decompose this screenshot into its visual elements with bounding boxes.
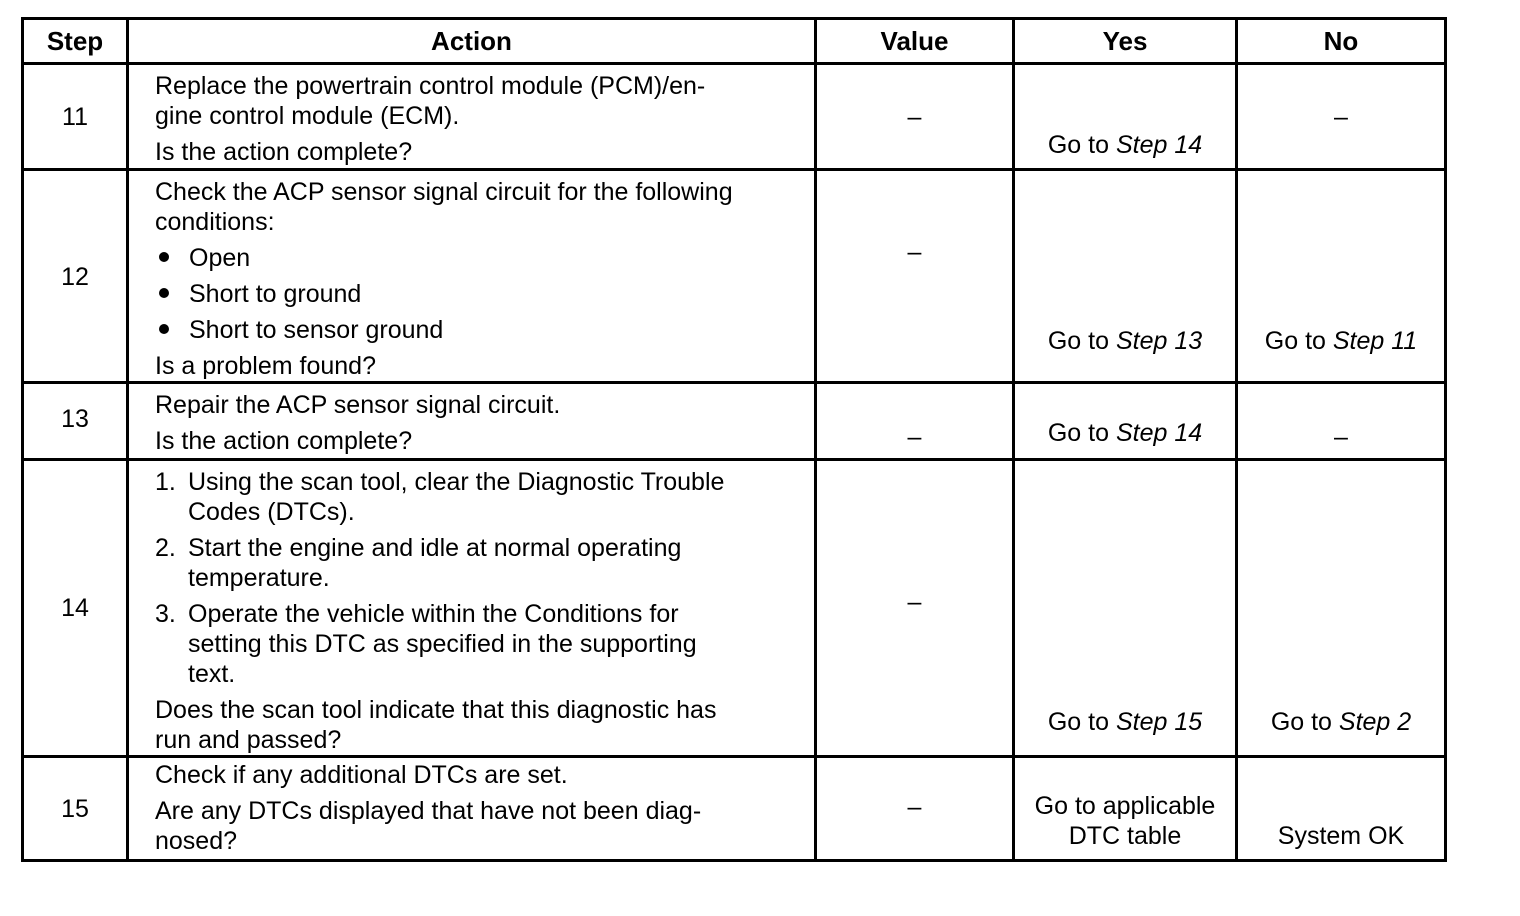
- value-dash: –: [907, 238, 922, 266]
- header-no: No: [1235, 20, 1444, 62]
- bullet-icon: [159, 288, 169, 298]
- no-dash: –: [1334, 103, 1348, 131]
- action-question: Is the action complete?: [155, 138, 413, 166]
- action-question: Does the scan tool indicate that this di…: [155, 696, 717, 724]
- bullet-icon: [159, 324, 169, 334]
- yes-cell: Go to Step 14: [1012, 384, 1235, 458]
- table-row-step-13: 13 Repair the ACP sensor signal circuit.…: [24, 381, 1444, 458]
- no-cell: –: [1235, 384, 1444, 458]
- header-value: Value: [814, 20, 1012, 62]
- action-question: Is the action complete?: [155, 427, 413, 455]
- bullet-icon: [159, 252, 169, 262]
- action-question: nosed?: [155, 827, 238, 855]
- step-cell: 15: [24, 758, 126, 859]
- diagnostic-table: Step Action Value Yes No 11 Replace the …: [21, 17, 1447, 862]
- yes-cell: Go to applicable DTC table: [1012, 758, 1235, 859]
- step-number: 15: [61, 795, 89, 823]
- table-row-step-14: 14 1. Using the scan tool, clear the Dia…: [24, 458, 1444, 755]
- step-cell: 13: [24, 384, 126, 458]
- action-question: Are any DTCs displayed that have not bee…: [155, 797, 702, 825]
- numbered-item: 3. Operate the vehicle within the Condit…: [155, 600, 697, 688]
- header-action: Action: [126, 20, 814, 62]
- value-dash: –: [907, 423, 922, 451]
- value-dash: –: [907, 793, 922, 821]
- no-cell: Go to Step 2: [1235, 461, 1444, 755]
- action-line: Replace the powertrain control module (P…: [155, 72, 706, 100]
- table-row-step-12: 12 Check the ACP sensor signal circuit f…: [24, 168, 1444, 381]
- header-yes: Yes: [1012, 20, 1235, 62]
- table-row-step-11: 11 Replace the powertrain control module…: [24, 62, 1444, 168]
- value-dash: –: [907, 588, 922, 616]
- step-number: 12: [61, 263, 89, 291]
- step-number: 13: [61, 405, 89, 433]
- action-line: Repair the ACP sensor signal circuit.: [155, 391, 561, 419]
- no-dash: –: [1334, 423, 1348, 451]
- value-dash: –: [907, 103, 922, 131]
- step-cell: 11: [24, 65, 126, 168]
- table-header-row: Step Action Value Yes No: [24, 20, 1444, 62]
- bullet-item: Short to sensor ground: [155, 315, 804, 345]
- action-line: gine control module (ECM).: [155, 102, 460, 130]
- value-cell: –: [814, 65, 1012, 168]
- action-cell: Check the ACP sensor signal circuit for …: [126, 171, 814, 381]
- step-cell: 12: [24, 171, 126, 381]
- action-cell: 1. Using the scan tool, clear the Diagno…: [126, 461, 814, 755]
- numbered-item: 1. Using the scan tool, clear the Diagno…: [155, 468, 725, 526]
- no-cell: –: [1235, 65, 1444, 168]
- value-cell: –: [814, 758, 1012, 859]
- action-line: Check the ACP sensor signal circuit for …: [155, 178, 733, 206]
- no-cell: Go to Step 11: [1235, 171, 1444, 381]
- no-goto[interactable]: Go to Step 2: [1270, 708, 1412, 736]
- action-question: run and passed?: [155, 726, 342, 754]
- action-line: conditions:: [155, 208, 275, 236]
- no-goto[interactable]: Go to Step 11: [1264, 327, 1418, 355]
- value-cell: –: [814, 461, 1012, 755]
- action-line: Check if any additional DTCs are set.: [155, 761, 568, 789]
- numbered-item: 2. Start the engine and idle at normal o…: [155, 534, 682, 592]
- yes-cell: Go to Step 13: [1012, 171, 1235, 381]
- value-cell: –: [814, 384, 1012, 458]
- bullet-item: Open: [155, 243, 804, 273]
- yes-goto[interactable]: Go to applicable DTC table: [1034, 792, 1216, 850]
- table-row-step-15: 15 Check if any additional DTCs are set.…: [24, 755, 1444, 859]
- yes-cell: Go to Step 15: [1012, 461, 1235, 755]
- yes-goto[interactable]: Go to Step 14: [1047, 419, 1203, 447]
- action-cell: Replace the powertrain control module (P…: [126, 65, 814, 168]
- no-result: System OK: [1277, 822, 1405, 850]
- value-cell: –: [814, 171, 1012, 381]
- yes-goto[interactable]: Go to Step 13: [1047, 327, 1203, 355]
- action-cell: Check if any additional DTCs are set. Ar…: [126, 758, 814, 859]
- step-number: 11: [62, 103, 88, 131]
- action-question: Is a problem found?: [155, 352, 376, 380]
- yes-goto[interactable]: Go to Step 14: [1047, 131, 1203, 159]
- yes-goto[interactable]: Go to Step 15: [1047, 708, 1203, 736]
- action-cell: Repair the ACP sensor signal circuit. Is…: [126, 384, 814, 458]
- step-cell: 14: [24, 461, 126, 755]
- bullet-item: Short to ground: [155, 279, 804, 309]
- step-number: 14: [61, 594, 89, 622]
- no-cell: System OK: [1235, 758, 1444, 859]
- yes-cell: Go to Step 14: [1012, 65, 1235, 168]
- header-step: Step: [46, 25, 104, 56]
